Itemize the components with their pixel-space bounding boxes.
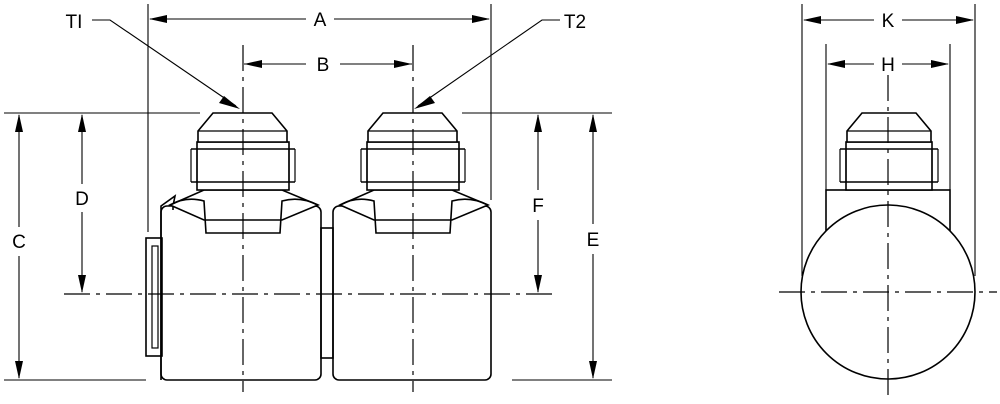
side-view: K H	[779, 4, 997, 400]
label-t1: TI	[66, 12, 83, 33]
dimension-k: K	[803, 11, 974, 32]
dimension-d: D	[75, 114, 89, 293]
label-b: B	[317, 55, 330, 76]
label-e: E	[587, 230, 600, 251]
label-c: C	[12, 232, 26, 253]
dimension-e: E	[587, 114, 600, 379]
right-body	[332, 112, 492, 381]
side-plate	[145, 237, 163, 357]
label-a: A	[314, 10, 327, 31]
label-t2: T2	[564, 12, 586, 33]
leader-t2: T2	[414, 12, 586, 109]
dimension-h: H	[827, 55, 949, 76]
label-k: K	[882, 11, 895, 32]
bridge	[320, 227, 334, 359]
dimension-f: F	[532, 114, 544, 293]
label-d: D	[75, 189, 89, 210]
dimension-a: A	[149, 10, 490, 31]
dimension-b: B	[244, 55, 412, 76]
dimension-c: C	[12, 114, 26, 379]
leader-t1: TI	[66, 12, 240, 109]
label-h: H	[881, 55, 895, 76]
label-f: F	[532, 196, 544, 217]
left-body	[160, 112, 322, 381]
front-view: A B TI T2 C	[4, 4, 612, 392]
